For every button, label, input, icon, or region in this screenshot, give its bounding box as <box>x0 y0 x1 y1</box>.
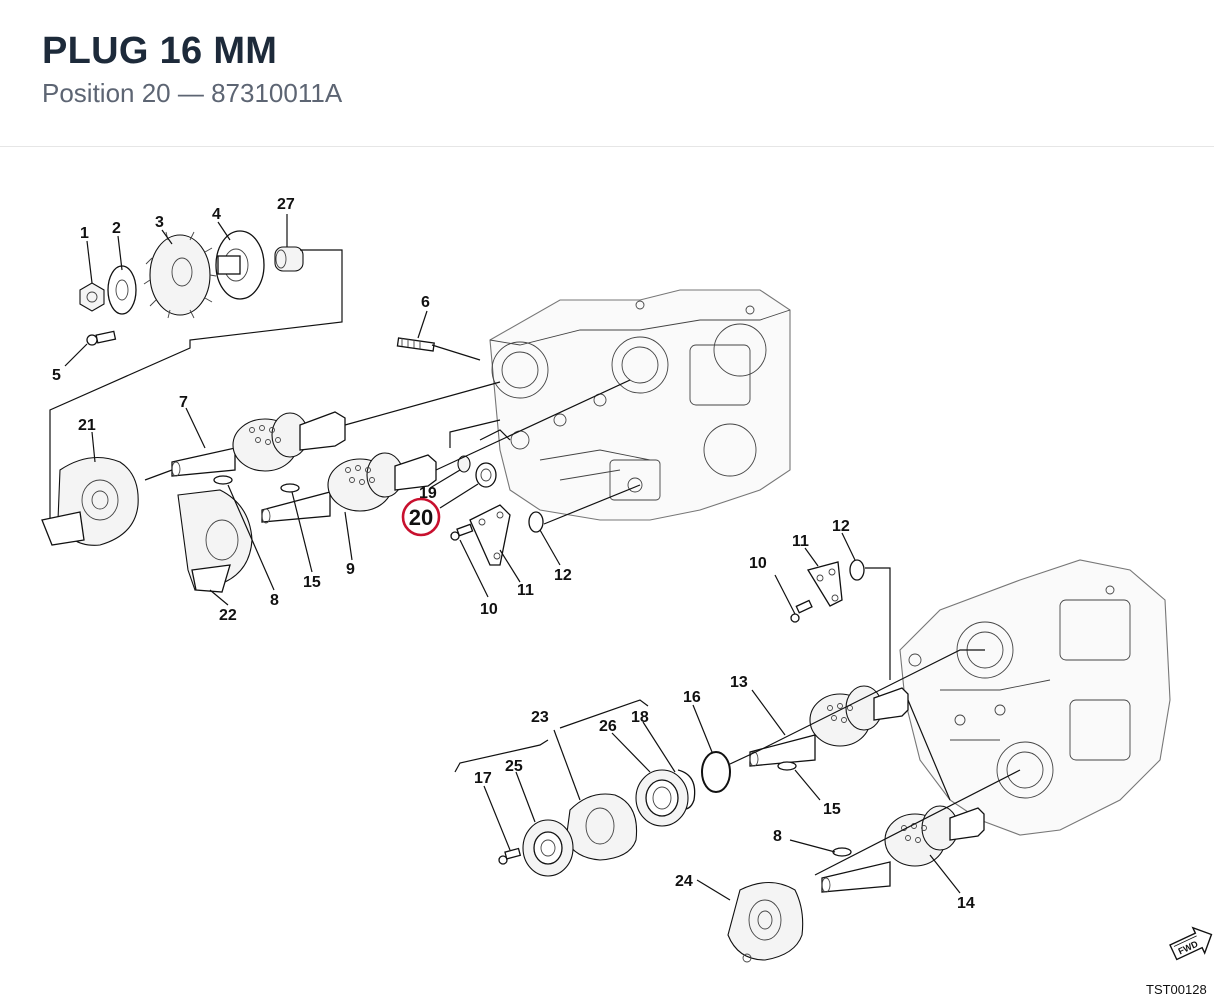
callout-11b: 11 <box>792 533 809 550</box>
camshaft-part-9 <box>261 452 437 524</box>
callout-26: 26 <box>599 718 617 735</box>
page-title: PLUG 16 MM <box>42 30 278 72</box>
callout-9: 9 <box>346 561 355 578</box>
callout-16: 16 <box>683 689 701 706</box>
callout-13: 13 <box>730 674 748 691</box>
callout-10a: 10 <box>480 601 498 618</box>
timing-gear-group <box>49 230 343 525</box>
callout-7: 7 <box>179 394 188 411</box>
diagram-canvas: 1 2 3 4 27 5 6 7 21 19 12 11 10 9 15 8 2… <box>41 196 1213 997</box>
callout-24: 24 <box>675 873 693 890</box>
highlight-label[interactable]: 20 <box>409 505 433 530</box>
callout-5: 5 <box>52 367 61 384</box>
cover-part-21 <box>41 457 139 546</box>
callout-12b: 12 <box>832 518 850 535</box>
key-parts-lower <box>777 761 852 857</box>
callout-23: 23 <box>531 709 549 726</box>
callout-27: 27 <box>277 196 295 213</box>
bracket-group-lower <box>790 559 865 623</box>
exploded-parts-diagram: 1 2 3 4 27 5 6 7 21 19 12 11 10 9 15 8 2… <box>0 148 1214 1003</box>
callout-4: 4 <box>212 206 221 223</box>
callout-14: 14 <box>957 895 975 912</box>
callout-21: 21 <box>78 417 96 434</box>
callout-17: 17 <box>474 770 492 787</box>
callout-15a: 15 <box>303 574 321 591</box>
bracket-line-23a <box>454 739 549 773</box>
bearing-group-lower <box>498 751 731 877</box>
key-parts-upper <box>213 475 300 493</box>
page-header: PLUG 16 MM Position 20 — 87310011A <box>0 0 1214 147</box>
fwd-arrow-icon: FWD <box>1169 926 1213 961</box>
callout-6: 6 <box>421 294 430 311</box>
callout-12a: 12 <box>554 567 572 584</box>
callout-2: 2 <box>112 220 121 237</box>
callout-19: 19 <box>419 485 437 502</box>
nut-part-1 <box>79 282 105 312</box>
gearbox-housing-lower <box>899 559 1171 836</box>
camshaft-part-13 <box>749 685 909 767</box>
highlight-ring[interactable] <box>401 497 441 537</box>
bracket-line-23b <box>559 699 649 729</box>
plug-parts-19-20 <box>457 455 497 488</box>
stud-part-6 <box>396 337 435 352</box>
cover-part-24 <box>727 881 804 963</box>
callout-8b: 8 <box>773 828 782 845</box>
cylinder-head-housing-upper <box>489 289 791 521</box>
cover-part-22 <box>177 489 253 593</box>
figure-reference: TST00128 <box>1146 982 1207 997</box>
highlight-callout-20[interactable]: 20 <box>401 497 441 537</box>
leader-lines <box>64 214 1021 901</box>
page-subtitle: Position 20 — 87310011A <box>42 78 343 108</box>
callout-1: 1 <box>80 225 89 242</box>
callout-25: 25 <box>505 758 523 775</box>
camshaft-part-7 <box>171 411 346 477</box>
callout-labels: 1 2 3 4 27 5 6 7 21 19 12 11 10 9 15 8 2… <box>52 196 975 912</box>
callout-8a: 8 <box>270 592 279 609</box>
callout-15b: 15 <box>823 801 841 818</box>
callout-11a: 11 <box>517 582 534 599</box>
callout-3: 3 <box>155 214 164 231</box>
camshaft-part-14 <box>821 805 985 893</box>
callout-18: 18 <box>631 709 649 726</box>
callout-22: 22 <box>219 607 237 624</box>
bracket-group-upper <box>450 504 544 566</box>
callout-10b: 10 <box>749 555 767 572</box>
